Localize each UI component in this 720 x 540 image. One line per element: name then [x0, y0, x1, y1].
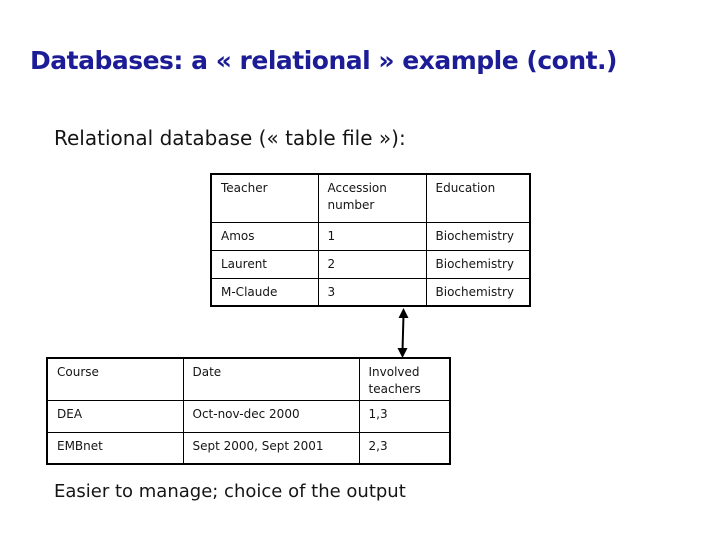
table-row: Laurent 2 Biochemistry — [210, 249, 531, 279]
table-cell: EMBnet — [46, 431, 184, 465]
table-header-cell: Teacher — [210, 173, 319, 223]
table-header-cell: Accession number — [317, 173, 427, 223]
table-cell: 2,3 — [358, 431, 451, 465]
table-header-cell: Involved teachers — [358, 357, 451, 401]
table-row: Amos 1 Biochemistry — [210, 221, 531, 251]
table-cell: 1 — [317, 221, 427, 251]
table-header-row: Teacher Accession number Education — [210, 173, 531, 223]
table-cell: Amos — [210, 221, 319, 251]
table-cell: 2 — [317, 249, 427, 279]
table-cell: 3 — [317, 277, 427, 307]
table-row: EMBnet Sept 2000, Sept 2001 2,3 — [46, 431, 451, 465]
table-header-cell: Course — [46, 357, 184, 401]
table-cell: Sept 2000, Sept 2001 — [182, 431, 360, 465]
double-arrow-vertical-icon — [397, 308, 409, 358]
table-header-row: Course Date Involved teachers — [46, 357, 451, 401]
table-cell: 1,3 — [358, 399, 451, 433]
subtitle: Relational database (« table file »): — [54, 126, 406, 150]
page-title: Databases: a « relational » example (con… — [30, 46, 617, 75]
table-header-cell: Date — [182, 357, 360, 401]
table-cell: Oct-nov-dec 2000 — [182, 399, 360, 433]
table-cell: Biochemistry — [425, 277, 531, 307]
teachers-table: Teacher Accession number Education Amos … — [210, 173, 531, 307]
table-cell: Biochemistry — [425, 221, 531, 251]
caption: Easier to manage; choice of the output — [54, 481, 406, 502]
table-cell: Laurent — [210, 249, 319, 279]
table-cell: M-Claude — [210, 277, 319, 307]
table-cell: Biochemistry — [425, 249, 531, 279]
table-row: M-Claude 3 Biochemistry — [210, 277, 531, 307]
table-row: DEA Oct-nov-dec 2000 1,3 — [46, 399, 451, 433]
table-header-cell: Education — [425, 173, 531, 223]
table-cell: DEA — [46, 399, 184, 433]
courses-table: Course Date Involved teachers DEA Oct-no… — [46, 357, 451, 466]
